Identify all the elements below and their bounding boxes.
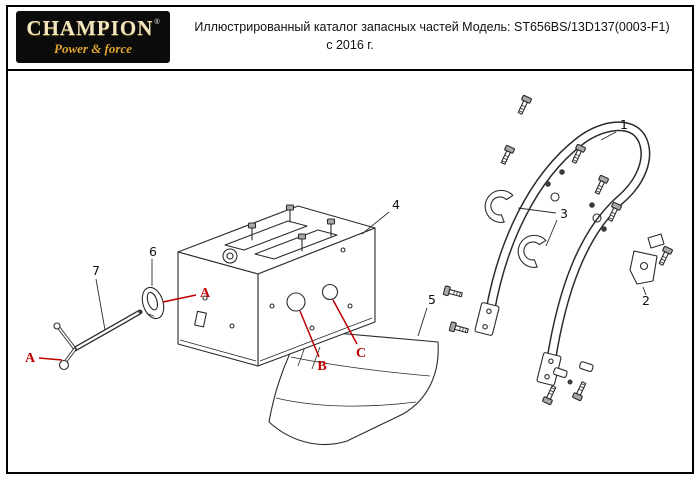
handle-mount-plate-lower — [536, 352, 562, 386]
page-title-line-2: с 2016 г. — [326, 38, 374, 52]
champion-logo: CHAMPION ® Power & force — [16, 11, 170, 63]
fasteners — [442, 94, 674, 406]
logo-registered-mark: ® — [154, 18, 160, 26]
ref-b: B — [317, 359, 326, 374]
part-6-clip — [141, 286, 165, 320]
ref-a-mid: A — [200, 286, 211, 301]
ref-c: C — [356, 346, 366, 361]
callout-1: 1 — [620, 117, 628, 132]
logo-brand-text: CHAMPION — [26, 15, 154, 40]
logo-tagline: Power & force — [54, 40, 132, 56]
callout-7: 7 — [92, 263, 100, 278]
part-1-handle-frame — [474, 121, 651, 386]
part-callouts: 1 2 3 4 5 6 7 — [92, 117, 650, 337]
callout-4: 4 — [392, 197, 400, 212]
exploded-parts-diagram: 1 2 3 4 5 6 7 A A B C — [25, 94, 674, 446]
callout-6: 6 — [149, 244, 157, 259]
part-4-belt-cover — [177, 204, 376, 367]
page-title-line-1: Иллюстрированный каталог запасных частей… — [194, 20, 670, 34]
catalog-page: CHAMPION ® Power & force Иллюстрированны… — [6, 5, 694, 474]
hole-b — [286, 292, 306, 312]
callout-5: 5 — [428, 292, 436, 307]
handle-mount-plate-upper — [474, 302, 500, 336]
callout-2: 2 — [642, 293, 650, 308]
hole-c — [321, 283, 339, 301]
callout-3: 3 — [560, 206, 568, 221]
part-7-control-rod — [53, 309, 143, 371]
ref-a-left: A — [25, 351, 36, 366]
part-2-bracket — [629, 233, 665, 285]
part-5-chute-guard — [268, 329, 439, 446]
logo-brand-row: CHAMPION ® — [26, 15, 160, 40]
ref-callouts: A A B C — [25, 286, 366, 374]
header: CHAMPION ® Power & force Иллюстрированны… — [8, 7, 692, 71]
